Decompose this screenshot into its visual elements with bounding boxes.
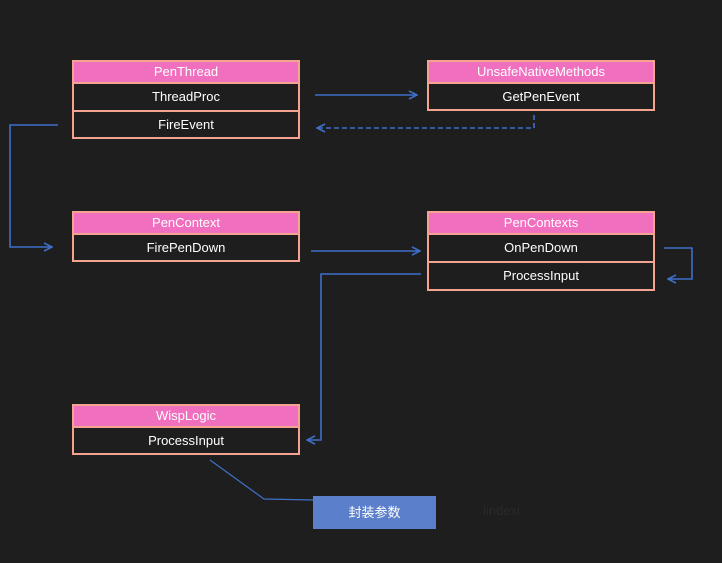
pencontext-box: PenContext FirePenDown (72, 211, 300, 262)
wisplogic-method-processinput: ProcessInput (148, 433, 224, 448)
note-connector (209, 459, 315, 501)
penthread-method-fireevent: FireEvent (74, 110, 298, 138)
arrow-getpenevent-return-dashed (317, 115, 535, 128)
penthread-title: PenThread (74, 62, 298, 84)
unsafenativemethods-title: UnsafeNativeMethods (429, 62, 653, 84)
arrow-processinput-to-wisplogic (307, 273, 421, 440)
unsafenativemethods-box: UnsafeNativeMethods GetPenEvent (427, 60, 655, 111)
author-watermark: lindexi (483, 503, 520, 518)
wisplogic-box: WispLogic ProcessInput (72, 404, 300, 455)
pencontexts-box: PenContexts OnPenDown ProcessInput (427, 211, 655, 291)
penthread-method-threadproc: ThreadProc (152, 89, 220, 104)
pencontext-method-firependown: FirePenDown (146, 240, 226, 255)
penthread-box: PenThread ThreadProc FireEvent (72, 60, 300, 139)
pencontexts-title: PenContexts (429, 213, 653, 235)
unsafenativemethods-method-getpenevent: GetPenEvent (502, 89, 580, 104)
arrow-fireevent-to-firependown (9, 124, 58, 247)
pencontexts-method-onpendown: OnPenDown (504, 240, 578, 255)
wisplogic-title: WispLogic (74, 406, 298, 428)
pencontext-title: PenContext (74, 213, 298, 235)
arrow-onpendown-to-processinput (664, 247, 693, 279)
pencontexts-method-processinput: ProcessInput (429, 261, 653, 289)
note-wrap-parameters: 封装参数 (313, 496, 436, 529)
